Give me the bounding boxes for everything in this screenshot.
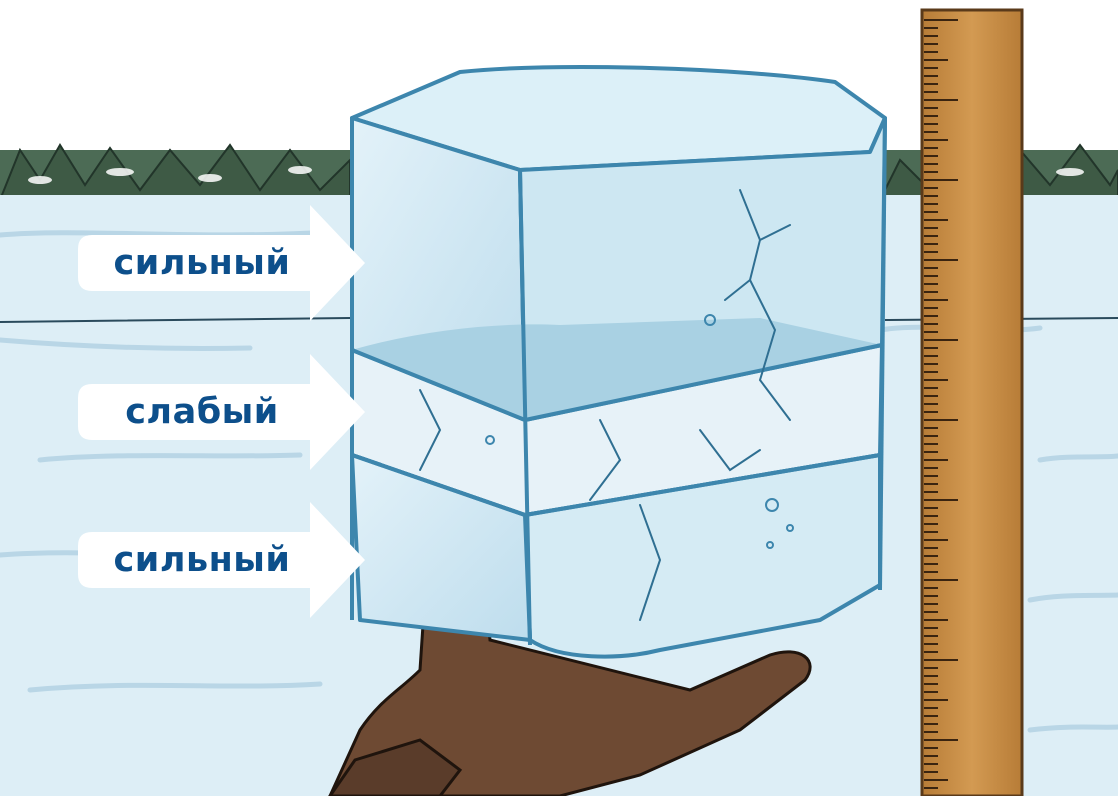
ice-block	[352, 67, 885, 657]
layer-callout-middle: слабый	[70, 352, 370, 472]
layer-label-top: сильный	[92, 203, 312, 323]
layer-callout-bottom: сильный	[70, 500, 370, 620]
layer-callout-top: сильный	[70, 203, 370, 323]
ruler	[922, 10, 1022, 796]
layer-label-bottom: сильный	[92, 500, 312, 620]
layer-label-middle: слабый	[92, 352, 312, 472]
